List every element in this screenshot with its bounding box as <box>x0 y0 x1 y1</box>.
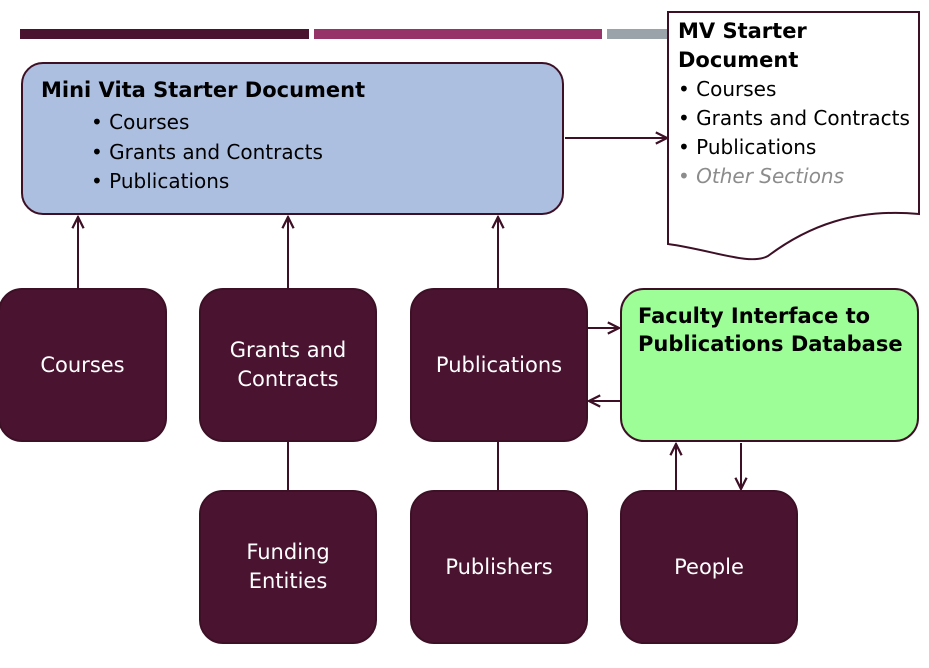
mv-document-item: Publications <box>678 133 914 162</box>
mini-vita-title: Mini Vita Starter Document <box>41 78 366 102</box>
funding-label-line1: Funding <box>246 540 330 564</box>
mini-vita-list: Courses Grants and Contracts Publication… <box>91 108 562 197</box>
mini-vita-item: Courses <box>91 108 562 138</box>
faculty-interface-box: Faculty Interface to Publications Databa… <box>620 288 919 442</box>
mini-vita-item: Grants and Contracts <box>91 138 562 168</box>
faculty-interface-line1: Faculty Interface to <box>638 304 871 328</box>
mv-document-title-line2: Document <box>678 48 799 72</box>
courses-label: Courses <box>40 352 125 377</box>
grants-label-line1: Grants and <box>229 338 347 362</box>
funding-entities-box: Funding Entities <box>199 490 377 644</box>
publishers-label: Publishers <box>445 554 553 579</box>
grants-label-line2: Contracts <box>237 367 339 391</box>
mv-document-other-sections: Other Sections <box>678 162 914 191</box>
mini-vita-item: Publications <box>91 167 562 197</box>
faculty-interface-line2: Publications Database <box>638 332 903 356</box>
people-label: People <box>674 554 744 579</box>
mv-document-content: MV Starter Document Courses Grants and C… <box>678 17 914 191</box>
decorative-bar-dark <box>20 29 309 39</box>
publishers-box: Publishers <box>410 490 588 644</box>
courses-box: Courses <box>0 288 167 442</box>
decorative-bar-gray <box>607 29 669 39</box>
people-box: People <box>620 490 798 644</box>
funding-label-line2: Entities <box>248 569 328 593</box>
mv-document-list: Courses Grants and Contracts Publication… <box>678 75 914 191</box>
decorative-bar-mid <box>314 29 602 39</box>
mv-document-item: Grants and Contracts <box>678 104 914 133</box>
mv-document-title-line1: MV Starter <box>678 19 807 43</box>
publications-box: Publications <box>410 288 588 442</box>
mini-vita-box: Mini Vita Starter Document Courses Grant… <box>21 62 564 215</box>
grants-box: Grants and Contracts <box>199 288 377 442</box>
mv-document-item: Courses <box>678 75 914 104</box>
publications-label: Publications <box>435 352 563 377</box>
